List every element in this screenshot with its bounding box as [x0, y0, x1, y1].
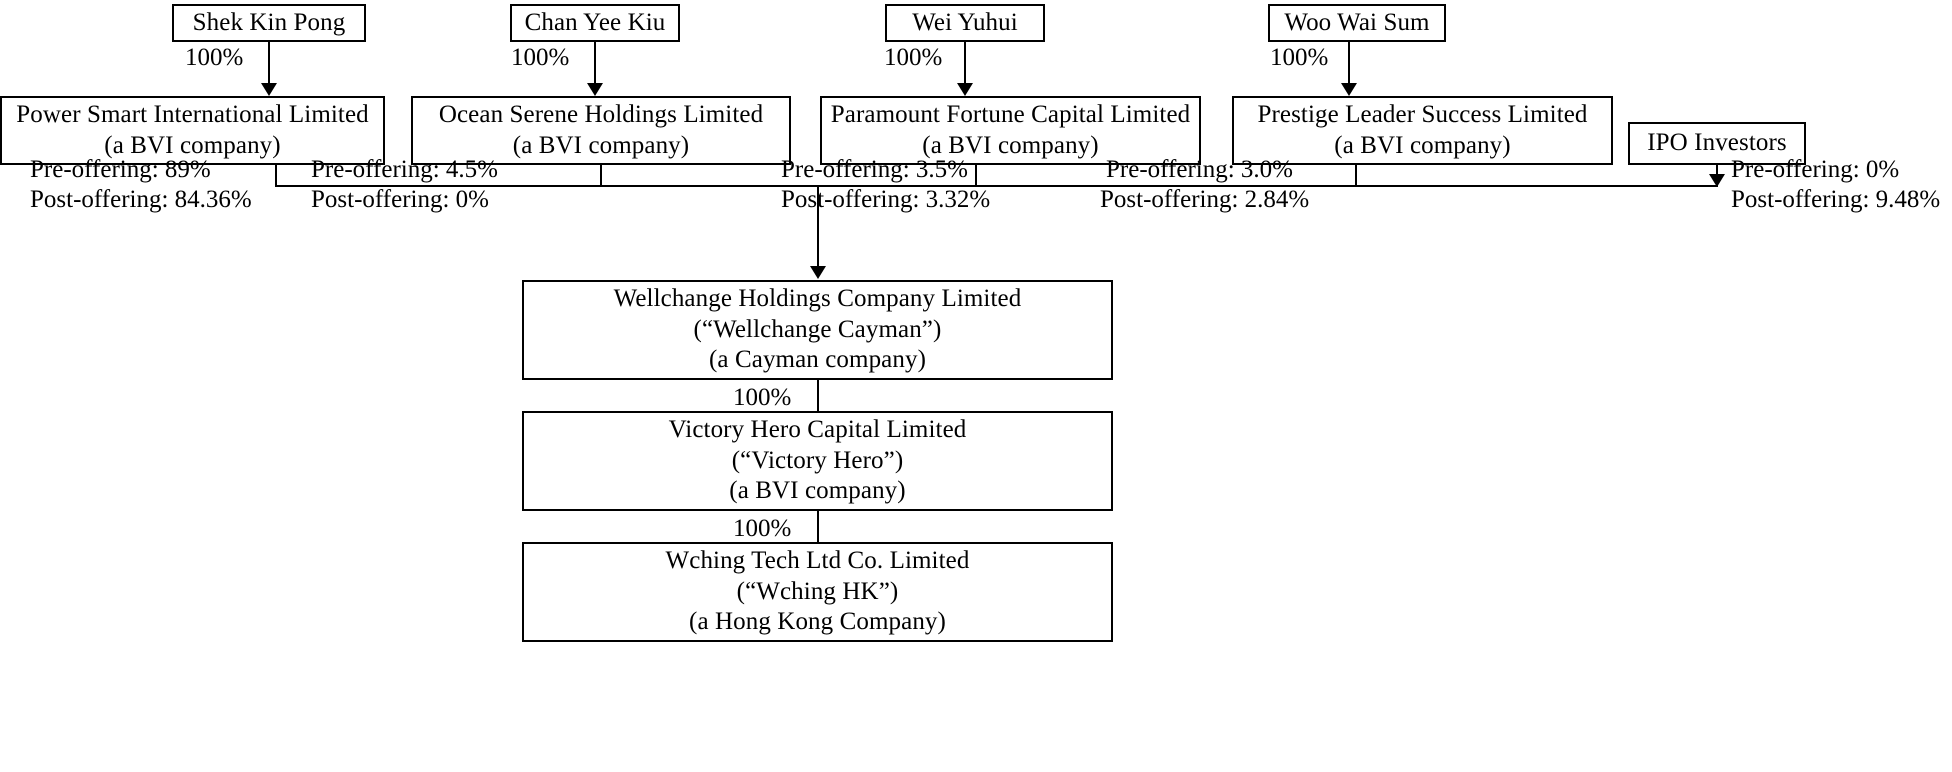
post-offering-label-ipo-investors: Post-offering: 9.48% — [1731, 186, 1941, 213]
shareholder-name: Chan Yee Kiu — [524, 8, 666, 36]
entity-box-ipo-investors[interactable]: IPO Investors — [1628, 122, 1806, 165]
connector-shek-to-power-smart — [268, 42, 270, 84]
aggregation-bus-line — [275, 185, 1718, 187]
connector-ocean-serene-drop — [600, 165, 602, 187]
entity-jurisdiction: (a BVI company) — [729, 477, 906, 505]
connector-woo-to-prestige — [1348, 42, 1350, 84]
arrow-woo-to-prestige — [1341, 83, 1357, 96]
pre-offering-label-paramount: Pre-offering: 3.5% — [781, 156, 968, 183]
pre-offering-label-ipo-investors: Pre-offering: 0% — [1731, 156, 1900, 183]
entity-name: Wellchange Holdings Company Limited — [613, 285, 1022, 313]
post-offering-label-power-smart: Post-offering: 84.36% — [30, 186, 252, 213]
entity-name: Prestige Leader Success Limited — [1257, 101, 1588, 128]
ownership-label-shek-to-power-smart: 100% — [185, 44, 244, 71]
post-offering-label-paramount: Post-offering: 3.32% — [781, 186, 991, 213]
entity-box-victory-hero[interactable]: Victory Hero Capital Limited (“Victory H… — [522, 411, 1113, 511]
ownership-label-wellchange-to-victory-hero: 100% — [733, 384, 792, 411]
shareholder-box-shek-kin-pong[interactable]: Shek Kin Pong — [172, 4, 366, 42]
entity-jurisdiction: (a BVI company) — [512, 131, 690, 159]
entity-jurisdiction: (a Cayman company) — [709, 346, 926, 374]
pre-offering-label-power-smart: Pre-offering: 89% — [30, 156, 211, 183]
entity-name: Power Smart International Limited — [16, 101, 369, 128]
ownership-label-chan-to-ocean-serene: 100% — [511, 44, 570, 71]
entity-name: Paramount Fortune Capital Limited — [830, 101, 1191, 128]
pre-offering-label-ocean-serene: Pre-offering: 4.5% — [311, 156, 498, 183]
entity-name: Ocean Serene Holdings Limited — [438, 101, 764, 128]
post-offering-label-ocean-serene: Post-offering: 0% — [311, 186, 489, 213]
ownership-label-victory-hero-to-wching-hk: 100% — [733, 515, 792, 542]
connector-wei-to-paramount — [964, 42, 966, 84]
shareholder-name: Shek Kin Pong — [192, 8, 346, 36]
connector-paramount-drop — [975, 165, 977, 187]
entity-box-wching-hk[interactable]: Wching Tech Ltd Co. Limited (“Wching HK”… — [522, 542, 1113, 642]
entity-alias: (“Wching HK”) — [736, 577, 899, 605]
ownership-label-wei-to-paramount: 100% — [884, 44, 943, 71]
connector-power-smart-drop — [275, 165, 277, 187]
arrow-shek-to-power-smart — [261, 83, 277, 96]
entity-box-power-smart[interactable]: Power Smart International Limited (a BVI… — [0, 96, 385, 165]
entity-alias: (“Victory Hero”) — [731, 446, 904, 474]
entity-name: Wching Tech Ltd Co. Limited — [665, 547, 970, 575]
shareholder-box-woo-wai-sum[interactable]: Woo Wai Sum — [1268, 4, 1446, 42]
entity-jurisdiction: (a BVI company) — [922, 131, 1099, 159]
post-offering-label-prestige: Post-offering: 2.84% — [1100, 186, 1310, 213]
entity-jurisdiction: (a BVI company) — [104, 131, 281, 159]
entity-box-wellchange-cayman[interactable]: Wellchange Holdings Company Limited (“We… — [522, 280, 1113, 380]
entity-box-prestige-leader[interactable]: Prestige Leader Success Limited (a BVI c… — [1232, 96, 1613, 165]
shareholder-name: Wei Yuhui — [912, 8, 1018, 36]
connector-ipo-investors-drop — [1716, 165, 1718, 177]
shareholder-name: Woo Wai Sum — [1284, 8, 1430, 36]
pre-offering-label-prestige: Pre-offering: 3.0% — [1106, 156, 1293, 183]
connector-victory-hero-to-wching-hk — [817, 511, 819, 551]
connector-prestige-drop — [1355, 165, 1357, 187]
connector-bus-to-wellchange — [817, 185, 819, 268]
entity-jurisdiction: (a BVI company) — [1334, 131, 1511, 159]
entity-alias: (“Wellchange Cayman”) — [693, 315, 942, 343]
arrow-bus-to-wellchange — [810, 266, 826, 279]
shareholder-box-chan-yee-kiu[interactable]: Chan Yee Kiu — [510, 4, 680, 42]
entity-box-ocean-serene[interactable]: Ocean Serene Holdings Limited (a BVI com… — [411, 96, 791, 165]
connector-wellchange-to-victory-hero — [817, 380, 819, 420]
entity-name: Victory Hero Capital Limited — [668, 416, 967, 444]
arrow-ipo-investors-to-bus — [1709, 174, 1725, 187]
entity-name: IPO Investors — [1647, 129, 1787, 157]
ownership-label-woo-to-prestige: 100% — [1270, 44, 1329, 71]
entity-box-paramount-fortune[interactable]: Paramount Fortune Capital Limited (a BVI… — [820, 96, 1201, 165]
connector-chan-to-ocean-serene — [594, 42, 596, 84]
entity-jurisdiction: (a Hong Kong Company) — [689, 608, 946, 636]
shareholder-box-wei-yuhui[interactable]: Wei Yuhui — [885, 4, 1045, 42]
arrow-chan-to-ocean-serene — [587, 83, 603, 96]
arrow-wei-to-paramount — [957, 83, 973, 96]
